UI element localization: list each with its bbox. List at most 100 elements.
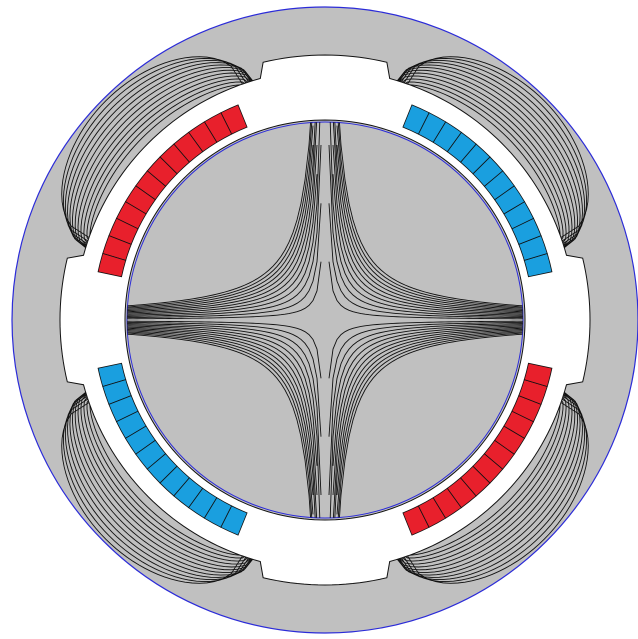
flux-line: [67, 390, 255, 578]
flux-line: [127, 174, 318, 316]
flux-line: [404, 56, 589, 241]
flux-line: [402, 397, 561, 556]
flux-line: [62, 395, 250, 583]
flux-line: [336, 125, 523, 311]
flux-line: [127, 122, 314, 310]
flux-line: [336, 331, 523, 518]
flux-line: [69, 64, 256, 251]
flux-line: [328, 144, 523, 318]
flux-line: [400, 395, 588, 583]
conductor: [402, 104, 430, 135]
flux-line: [328, 323, 523, 518]
lower-left-coil: [97, 362, 248, 536]
flux-line: [127, 320, 322, 379]
flux-line: [394, 72, 573, 251]
flux-line: [127, 144, 314, 312]
flux-line: [127, 144, 322, 318]
flux-line: [127, 329, 314, 515]
flux-line: [127, 328, 314, 496]
flux-line: [400, 57, 588, 245]
flux-line: [74, 69, 257, 252]
flux-line: [332, 122, 523, 313]
flux-line: [80, 390, 255, 565]
flux-line: [328, 261, 523, 320]
flux-line: [62, 57, 250, 245]
flux-line: [74, 388, 257, 571]
rotor-core: [126, 121, 524, 519]
flux-line: [80, 75, 255, 250]
flux-line: [127, 122, 318, 314]
flux-line: [395, 75, 570, 250]
flux-line: [127, 261, 322, 320]
flux-line: [127, 331, 314, 518]
upper-left-coil: [97, 104, 248, 278]
flux-line: [404, 399, 589, 584]
flux-line: [328, 122, 523, 317]
flux-line: [127, 325, 318, 496]
flux-line: [127, 321, 322, 437]
flux-line: [336, 330, 523, 518]
flux-line: [332, 325, 523, 496]
flux-line: [64, 59, 252, 247]
flux-line: [336, 122, 523, 310]
flux-line: [61, 56, 246, 241]
flux-line: [394, 389, 581, 576]
flux-line: [402, 84, 561, 243]
coil-groups: [97, 104, 553, 536]
flux-line: [332, 327, 523, 518]
flux-line: [61, 399, 246, 584]
flux-line: [77, 72, 256, 251]
flux-line: [399, 394, 564, 559]
flux-line: [336, 328, 523, 496]
flux-line: [328, 320, 523, 379]
flux-line: [127, 144, 318, 315]
flux-line: [86, 81, 251, 246]
flux-line: [69, 389, 256, 576]
flux-line: [83, 392, 253, 562]
flux-line: [72, 67, 257, 252]
flux-line: [397, 392, 567, 562]
flux-line: [332, 122, 523, 314]
flux-line: [332, 324, 523, 466]
conductor: [97, 252, 127, 278]
flux-line: [395, 62, 583, 250]
flux-line: [127, 125, 314, 311]
lower-right-coil: [402, 362, 553, 536]
flux-line: [393, 388, 578, 573]
stator-flux-lines: [61, 56, 589, 584]
flux-line: [394, 389, 573, 568]
flux-line: [89, 84, 248, 243]
flux-line: [336, 144, 523, 312]
air-gap-with-slots: [59, 54, 591, 586]
upper-right-coil: [402, 104, 553, 278]
flux-line: [393, 67, 578, 252]
flux-line: [127, 122, 314, 309]
flux-line: [64, 393, 252, 581]
flux-line: [397, 78, 567, 248]
flux-line: [72, 388, 257, 573]
flux-line: [394, 64, 581, 251]
flux-line: [89, 397, 248, 556]
conductor: [220, 505, 248, 536]
flux-line: [328, 203, 523, 319]
flux-line: [86, 394, 251, 559]
flux-line: [83, 78, 253, 248]
rotor-flux-lines: [127, 122, 523, 518]
flux-line: [398, 59, 586, 247]
flux-line: [77, 389, 256, 568]
flux-line: [127, 323, 322, 518]
flux-line: [398, 393, 586, 581]
flux-line: [332, 144, 523, 315]
flux-line: [127, 327, 318, 518]
flux-line: [328, 322, 523, 496]
flux-line: [127, 322, 322, 496]
flux-line: [395, 390, 583, 578]
flux-line: [67, 62, 255, 250]
flux-line: [127, 203, 322, 319]
flux-line: [127, 122, 318, 313]
flux-line: [332, 326, 523, 518]
flux-line: [393, 388, 576, 571]
conductor: [523, 362, 553, 388]
flux-line: [127, 122, 322, 317]
